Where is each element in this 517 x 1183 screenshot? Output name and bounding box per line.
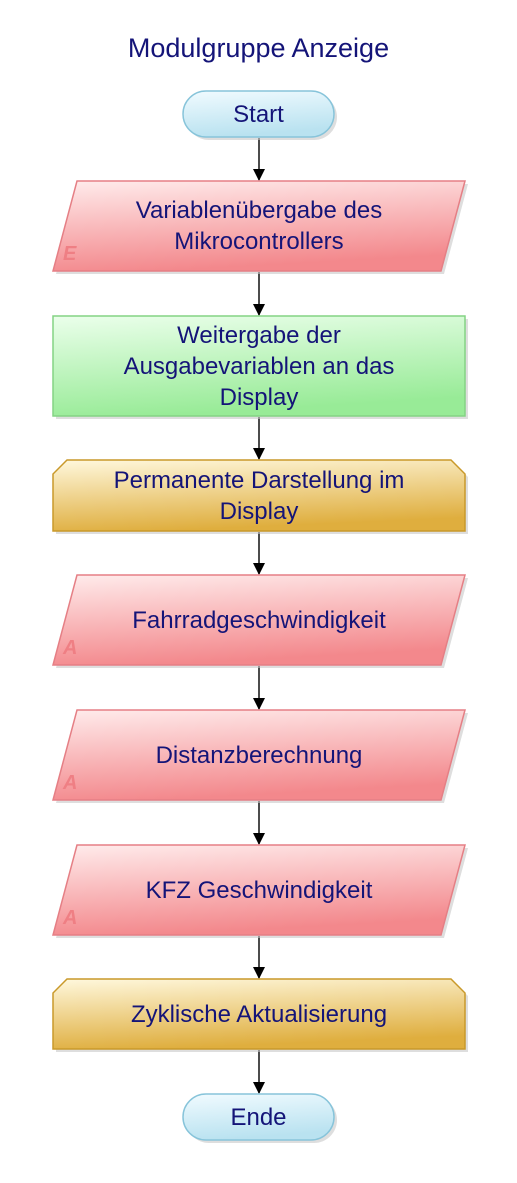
- node-start: [182, 90, 337, 140]
- shapes-layer: [52, 90, 468, 1143]
- node-perm: [52, 459, 468, 534]
- node-pass-shape: [52, 315, 466, 417]
- diagram-title: Modulgruppe Anzeige: [127, 33, 390, 63]
- node-pass-label: Weitergabe der Ausgabevariablen an das D…: [123, 321, 395, 411]
- node-input-label: Variablenübergabe des Mikrocontrollers: [135, 197, 383, 255]
- node-speed: [52, 574, 468, 668]
- node-pass: [52, 315, 468, 419]
- node-speed-label: Fahrradgeschwindigkeit: [132, 606, 386, 634]
- node-cyclic-shape: [52, 978, 466, 1050]
- node-input-shape: [52, 180, 466, 272]
- node-perm-shape: [52, 459, 466, 532]
- node-cyclic-label: Zyklische Aktualisierung: [130, 1000, 388, 1028]
- node-distance-shape: [52, 709, 466, 801]
- node-end: [182, 1093, 337, 1143]
- node-distance-label: Distanzberechnung: [155, 741, 363, 769]
- node-cyclic: [52, 978, 468, 1052]
- node-distance: [52, 709, 468, 803]
- node-end-label: Ende: [230, 1103, 287, 1131]
- node-start-label: Start: [233, 100, 284, 128]
- node-kfz: [52, 844, 468, 938]
- node-speed-tag: A: [63, 637, 78, 659]
- node-start-shape: [182, 90, 335, 138]
- node-end-shape: [182, 1093, 335, 1141]
- node-kfz-tag: A: [63, 907, 78, 929]
- node-speed-shape: [52, 574, 466, 666]
- node-kfz-shape: [52, 844, 466, 936]
- node-kfz-label: KFZ Geschwindigkeit: [145, 876, 373, 904]
- node-perm-label: Permanente Darstellung im Display: [113, 466, 405, 525]
- node-distance-tag: A: [63, 772, 78, 794]
- node-input-tag: E: [63, 243, 77, 265]
- node-input: [52, 180, 468, 274]
